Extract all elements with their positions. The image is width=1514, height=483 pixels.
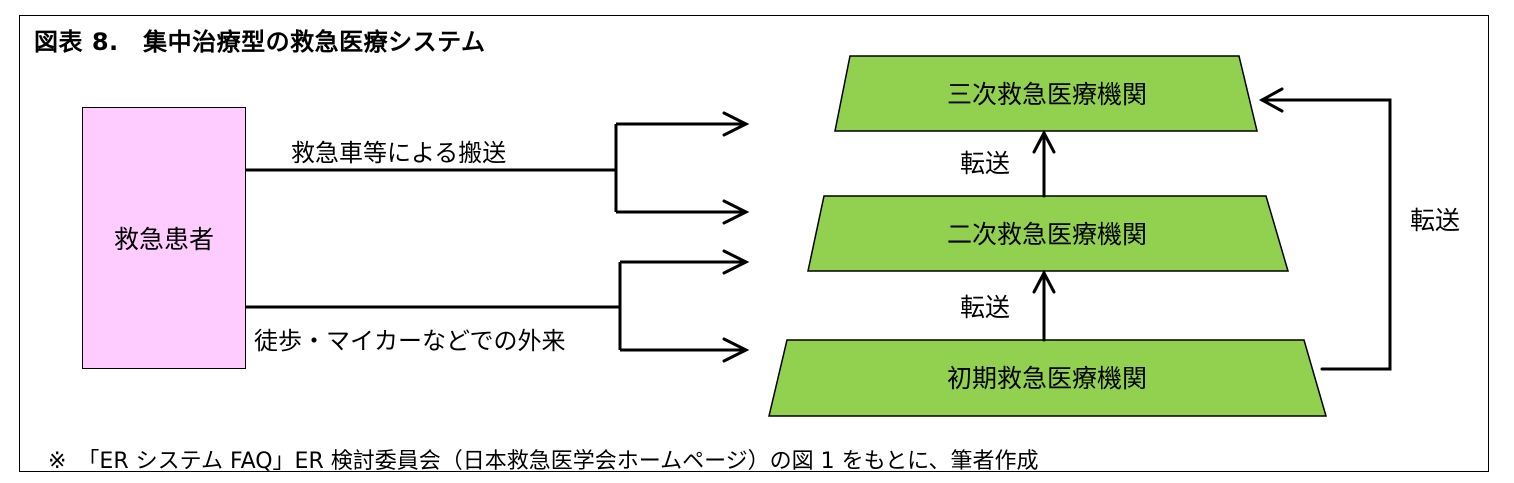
arrowhead-icon [722, 199, 750, 225]
arrowhead-icon [1032, 129, 1056, 154]
arrowhead-icon [1258, 87, 1284, 113]
walkin-route-label: 徒歩・マイカーなどでの外来 [254, 327, 566, 355]
figure-title: 図表 8. 集中治療型の救急医療システム [34, 28, 486, 56]
tertiary-facility-box [834, 55, 1258, 132]
primary-facility-box [768, 339, 1327, 417]
patient-box: 救急患者 [82, 107, 246, 369]
arrowhead-icon [722, 337, 750, 363]
figure-footnote: ※ 「ER システム FAQ」ER 検討委員会（日本救急医学会ホームページ）の図… [48, 449, 1039, 474]
arrowhead-icon [1032, 269, 1056, 294]
secondary-facility-label: 二次救急医療機関 [947, 220, 1147, 249]
transfer-loop-primary-tertiary [1260, 98, 1392, 371]
primary-facility-label: 初期救急医療機関 [947, 364, 1147, 393]
transfer-label: 転送 [960, 293, 1010, 322]
ambulance-route-label: 救急車等による搬送 [291, 139, 507, 167]
transfer-label: 転送 [960, 149, 1010, 178]
secondary-facility-box [807, 195, 1290, 272]
arrowhead-icon [722, 249, 750, 275]
patient-label: 救急患者 [113, 225, 214, 254]
arrowhead-icon [722, 111, 750, 137]
tertiary-facility-label: 三次救急医療機関 [947, 80, 1147, 109]
transfer-label: 転送 [1410, 206, 1460, 235]
